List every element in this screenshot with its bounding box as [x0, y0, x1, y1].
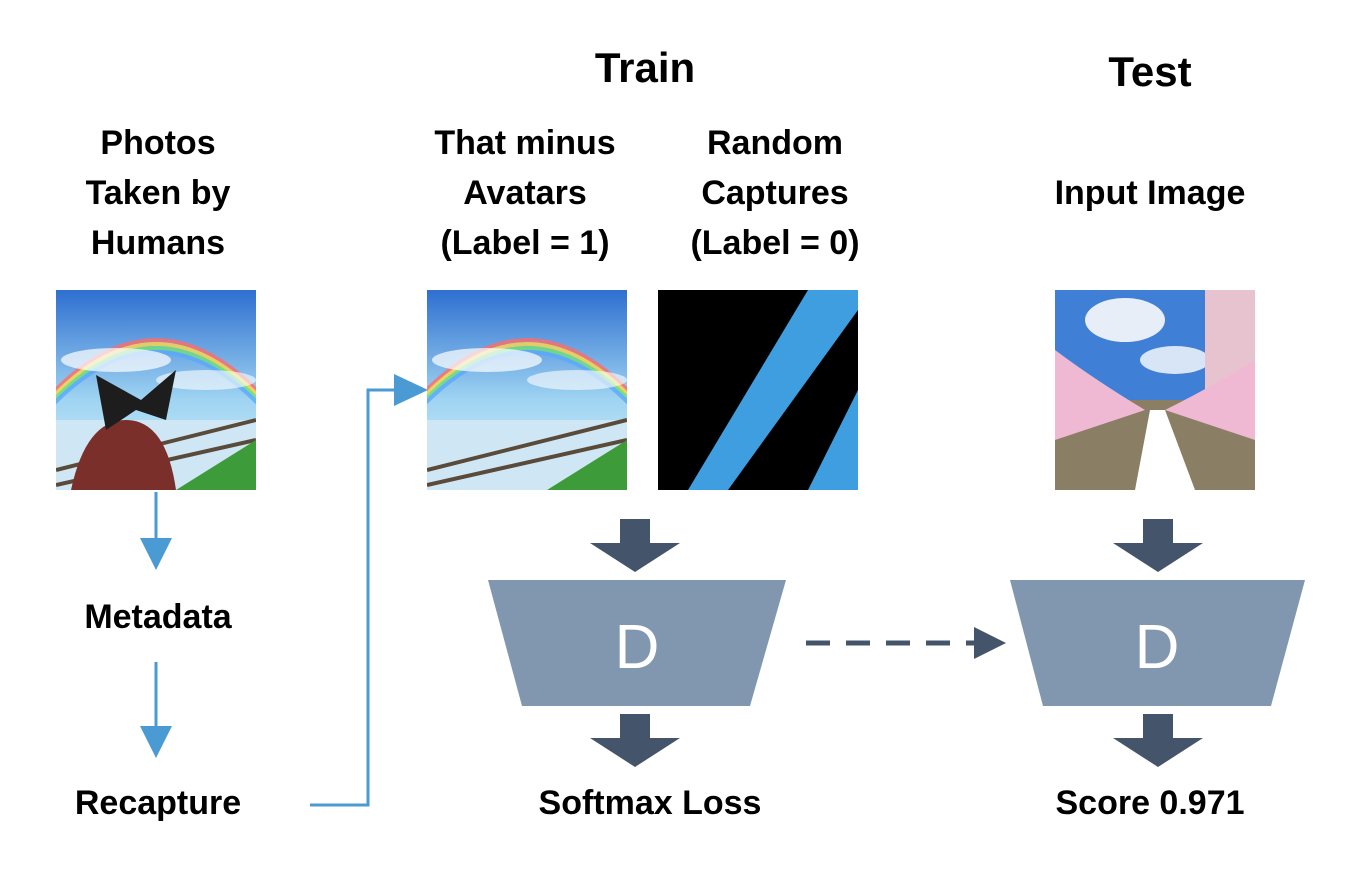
train-header: Train	[594, 44, 696, 91]
test-discriminator: D	[1010, 580, 1305, 706]
metadata-to-recapture-arrow	[140, 662, 172, 758]
metadata-label: Metadata	[84, 598, 232, 636]
test-input-arrow	[1113, 519, 1203, 572]
test-output-arrow	[1113, 714, 1203, 767]
train-input-arrow	[590, 519, 680, 572]
test-discriminator-label: D	[1135, 613, 1180, 682]
positive-sample-image	[427, 290, 627, 490]
photos-label-line3: Humans	[90, 224, 226, 262]
weight-transfer-arrow	[806, 627, 1006, 659]
photos-label: Photos Taken by Humans	[40, 118, 276, 268]
human-photo-image	[56, 290, 256, 490]
score-label: Score 0.971	[1055, 784, 1245, 822]
negative-samples-label: Random Captures (Label = 0)	[655, 118, 895, 268]
negative-label-line2: Captures	[701, 174, 849, 212]
photos-label-line2: Taken by	[85, 174, 231, 212]
positive-label-line1: That minus	[434, 124, 616, 162]
train-discriminator-label: D	[615, 613, 660, 682]
positive-label-line3: (Label = 1)	[440, 224, 610, 262]
test-input-image	[1055, 290, 1255, 490]
recapture-label: Recapture	[74, 784, 242, 822]
train-output-arrow	[590, 714, 680, 767]
recapture-to-train-arrow	[310, 374, 428, 807]
test-header: Test	[1108, 48, 1192, 95]
photos-label-line1: Photos	[100, 124, 216, 162]
negative-label-line3: (Label = 0)	[690, 224, 860, 262]
positive-label-line2: Avatars	[463, 174, 587, 212]
negative-sample-image	[658, 290, 858, 490]
input-image-label: Input Image	[1054, 174, 1246, 212]
softmax-loss-label: Softmax Loss	[538, 784, 762, 822]
photo-to-metadata-arrow	[140, 492, 172, 570]
train-discriminator: D	[488, 580, 786, 706]
negative-label-line1: Random	[707, 124, 843, 162]
positive-samples-label: That minus Avatars (Label = 1)	[405, 118, 645, 268]
